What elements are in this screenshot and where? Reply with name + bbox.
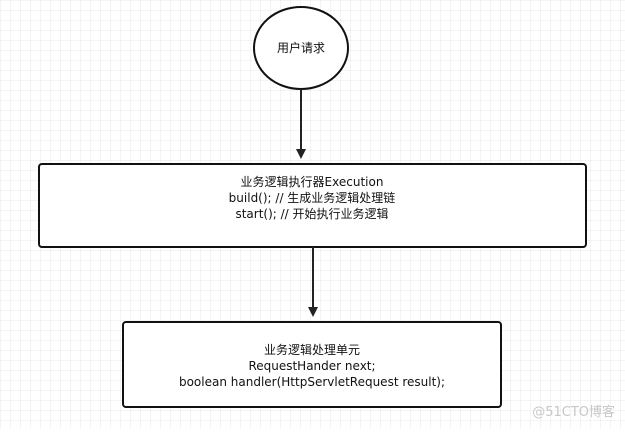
start-node-label: 用户请求 [277, 40, 325, 55]
handler-box[interactable] [122, 321, 502, 408]
watermark: @51CTO博客 [532, 405, 615, 420]
execution-box-title: 业务逻辑执行器Execution [241, 174, 384, 189]
execution-box-build-line: build(); // 生成业务逻辑处理链 [229, 190, 396, 205]
handler-box-title: 业务逻辑处理单元 [264, 342, 360, 357]
handler-box-next-line: RequestHander next; [248, 359, 375, 373]
handler-box-method-line: boolean handler(HttpServletRequest resul… [179, 375, 445, 389]
execution-box-start-line: start(); // 开始执行业务逻辑 [235, 206, 388, 221]
